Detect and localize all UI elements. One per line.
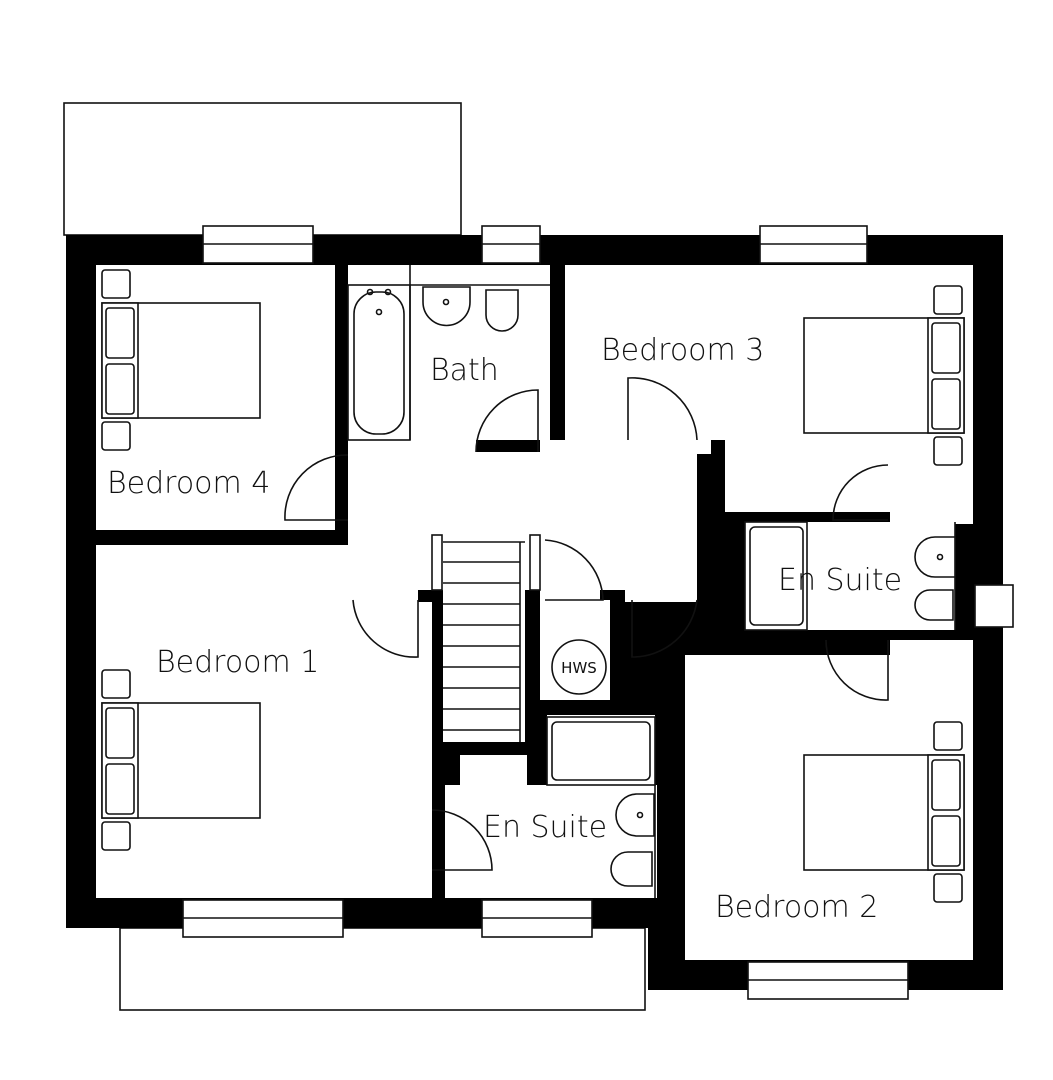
label-en-suite-upper: En Suite — [778, 563, 902, 598]
en-suite-upper-fixtures — [744, 521, 956, 631]
hot-water-storage — [551, 639, 607, 695]
bed-bedroom-4 — [101, 269, 261, 451]
stairs-floor — [443, 535, 525, 742]
label-en-suite-lower: En Suite — [483, 810, 607, 845]
porch-outline-bottom — [119, 927, 646, 1011]
label-bedroom-1: Bedroom 1 — [156, 645, 319, 680]
bed-bedroom-1 — [101, 669, 261, 851]
balcony-outline-top — [63, 102, 462, 236]
side-window — [974, 584, 1014, 628]
staircase — [431, 534, 541, 742]
hws-label: HWS — [561, 659, 597, 677]
bath-fixtures — [347, 265, 550, 441]
label-bedroom-4: Bedroom 4 — [107, 466, 270, 501]
bed-bedroom-3 — [803, 285, 965, 466]
hws-cupboard-floor — [540, 600, 610, 700]
label-bedroom-3: Bedroom 3 — [601, 333, 764, 368]
windows — [182, 225, 909, 1000]
label-bath: Bath — [430, 353, 499, 388]
door-swings — [284, 377, 889, 871]
en-suite-lower-fixtures — [546, 716, 656, 898]
bed-bedroom-2 — [803, 721, 965, 903]
label-bedroom-2: Bedroom 2 — [715, 890, 878, 925]
